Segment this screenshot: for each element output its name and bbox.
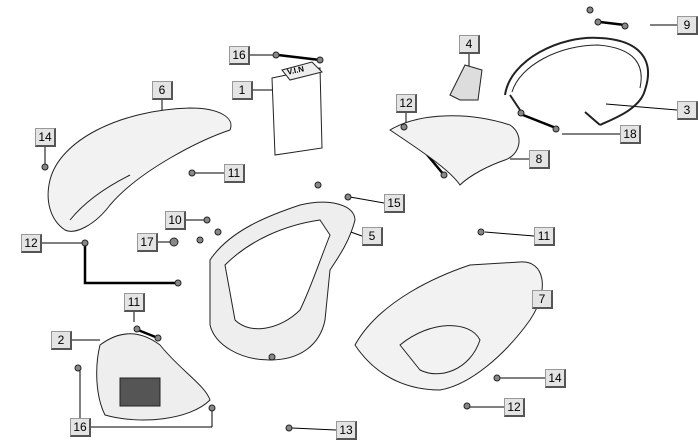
callout-12: 12 [504,398,525,417]
bracket-4 [449,64,483,101]
vin-plate [271,61,323,156]
callout-8: 8 [529,150,550,169]
callout-17: 17 [137,233,158,252]
callout-9: 9 [677,16,698,35]
callout-11: 11 [224,164,245,183]
callout-13: 13 [336,421,357,440]
rear-grab-rail [504,36,649,126]
callout-11: 11 [534,227,555,246]
rear-center-cover [389,115,520,186]
helmet-box [209,201,356,361]
callout-4: 4 [459,35,480,54]
callout-18: 18 [620,125,641,144]
callout-10: 10 [165,211,186,230]
front-lower-cover [96,333,211,421]
callout-14: 14 [35,128,56,147]
callout-2: 2 [51,331,72,350]
small-fasteners [41,6,629,432]
callout-15: 15 [384,194,405,213]
callout-3: 3 [677,101,698,120]
callout-16: 16 [70,418,91,437]
callout-14: 14 [545,369,566,388]
callout-11: 11 [124,293,145,312]
leader-lines [41,24,678,431]
callout-16: 16 [229,46,250,65]
callout-12: 12 [21,234,42,253]
callout-12: 12 [396,94,417,113]
callout-1: 1 [232,81,253,100]
callout-7: 7 [532,290,553,309]
callout-5: 5 [362,227,383,246]
side-cover-right [354,261,543,391]
callout-6: 6 [152,81,173,100]
side-cover-left [47,107,232,232]
